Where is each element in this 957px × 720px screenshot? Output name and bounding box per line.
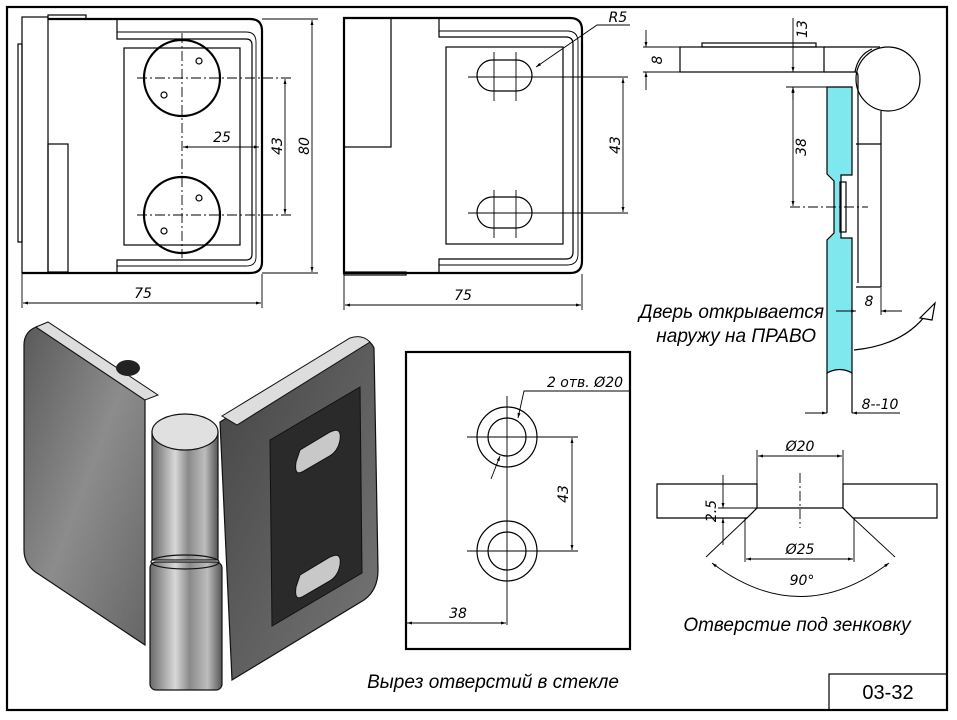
ext-line (705, 517, 748, 558)
sheet-frame (5, 5, 949, 712)
glass-cutout-view: 43 38 2 отв. Ø20 Вырез отверстий в стекл… (367, 350, 632, 693)
dim-label-75: 75 (134, 286, 152, 302)
left-body-outline (22, 17, 264, 275)
rear-knob (116, 360, 140, 376)
dim-label-43: 43 (270, 137, 286, 155)
dim-label-90: 90° (790, 573, 815, 589)
left-plate-mid (47, 143, 69, 273)
caption-countersink: Отверстие под зенковку (683, 615, 912, 636)
dim-label-8: 8 (650, 55, 666, 64)
dim-label-d20: Ø20 (785, 439, 815, 455)
top-leaf-inlay (701, 42, 817, 48)
dim-label-43: 43 (556, 485, 572, 503)
leaf-left (23, 326, 146, 647)
screw-dot (195, 194, 203, 202)
left-frame-inner (116, 19, 253, 273)
right-frame-inner2 (439, 30, 579, 266)
slot-3d-top (295, 429, 341, 474)
angle-arc (711, 562, 890, 597)
leader-r5 (535, 24, 630, 68)
slot-bottom (476, 196, 533, 229)
dim-label-13: 13 (795, 20, 811, 38)
hinge-barrel (855, 46, 921, 112)
dim-label-38: 38 (449, 606, 467, 622)
leader-tail (490, 455, 501, 480)
screw-dot (160, 227, 168, 235)
dim-label-2-5: 2.5 (704, 500, 720, 522)
title-block-cell (828, 673, 948, 711)
right-body-outline (342, 16, 584, 275)
section-view: 8 13 38 8 8--10 Дверь открывается наружу… (637, 18, 936, 415)
slot-top (476, 59, 533, 92)
countersink-view: Ø20 Ø25 2.5 90° Отверстие под зенковку (656, 439, 938, 636)
dim-label-8-10: 8--10 (862, 397, 899, 413)
side-leaf (856, 143, 882, 288)
leaf-right-top (221, 336, 371, 426)
swing-arrowhead (918, 301, 936, 321)
barrel-lower (149, 561, 223, 691)
swing-arrow (853, 311, 929, 351)
left-plate (21, 16, 49, 274)
screw-dot (160, 91, 168, 99)
leader-holes (517, 390, 630, 419)
barrel-joint (150, 554, 220, 570)
glass-outline (404, 350, 632, 651)
screw-dot (195, 57, 203, 65)
dim-label-43: 43 (608, 136, 624, 154)
leaf-left-top (34, 321, 160, 401)
dim-label-8b: 8 (865, 294, 874, 310)
caption-door-line1: Дверь открывается (637, 302, 824, 323)
drawing-code: 03-32 (862, 682, 913, 704)
front-view-right: 43 R5 75 (342, 10, 630, 310)
right-frame-inner (438, 18, 574, 273)
caption-door-line2: наружу на ПРАВО (656, 326, 816, 347)
dim-label-25: 25 (213, 130, 231, 146)
glass-section (656, 483, 938, 519)
dim-label-75: 75 (454, 288, 472, 304)
right-pad (445, 46, 564, 245)
barrel-upper (151, 431, 219, 561)
dim-label-38: 38 (794, 138, 810, 156)
top-leaf (679, 46, 825, 73)
slot-3d-bottom (295, 554, 341, 599)
front-view-left: 43 80 25 75 (17, 14, 318, 308)
ext-line (852, 517, 896, 558)
holes-note: 2 отв. Ø20 (547, 375, 623, 391)
left-frame-inner2 (117, 31, 257, 267)
dim-label-80: 80 (297, 137, 313, 155)
title-block: 03-32 (828, 673, 948, 711)
barrel-cap (151, 413, 219, 451)
caption-cutout: Вырез отверстий в стекле (367, 672, 619, 693)
dim-label-r5: R5 (609, 10, 628, 26)
hinge-3d-render (23, 321, 379, 691)
right-leaf (343, 17, 392, 148)
dim-label-d25: Ø25 (785, 542, 815, 558)
barrel-outer (854, 48, 873, 73)
